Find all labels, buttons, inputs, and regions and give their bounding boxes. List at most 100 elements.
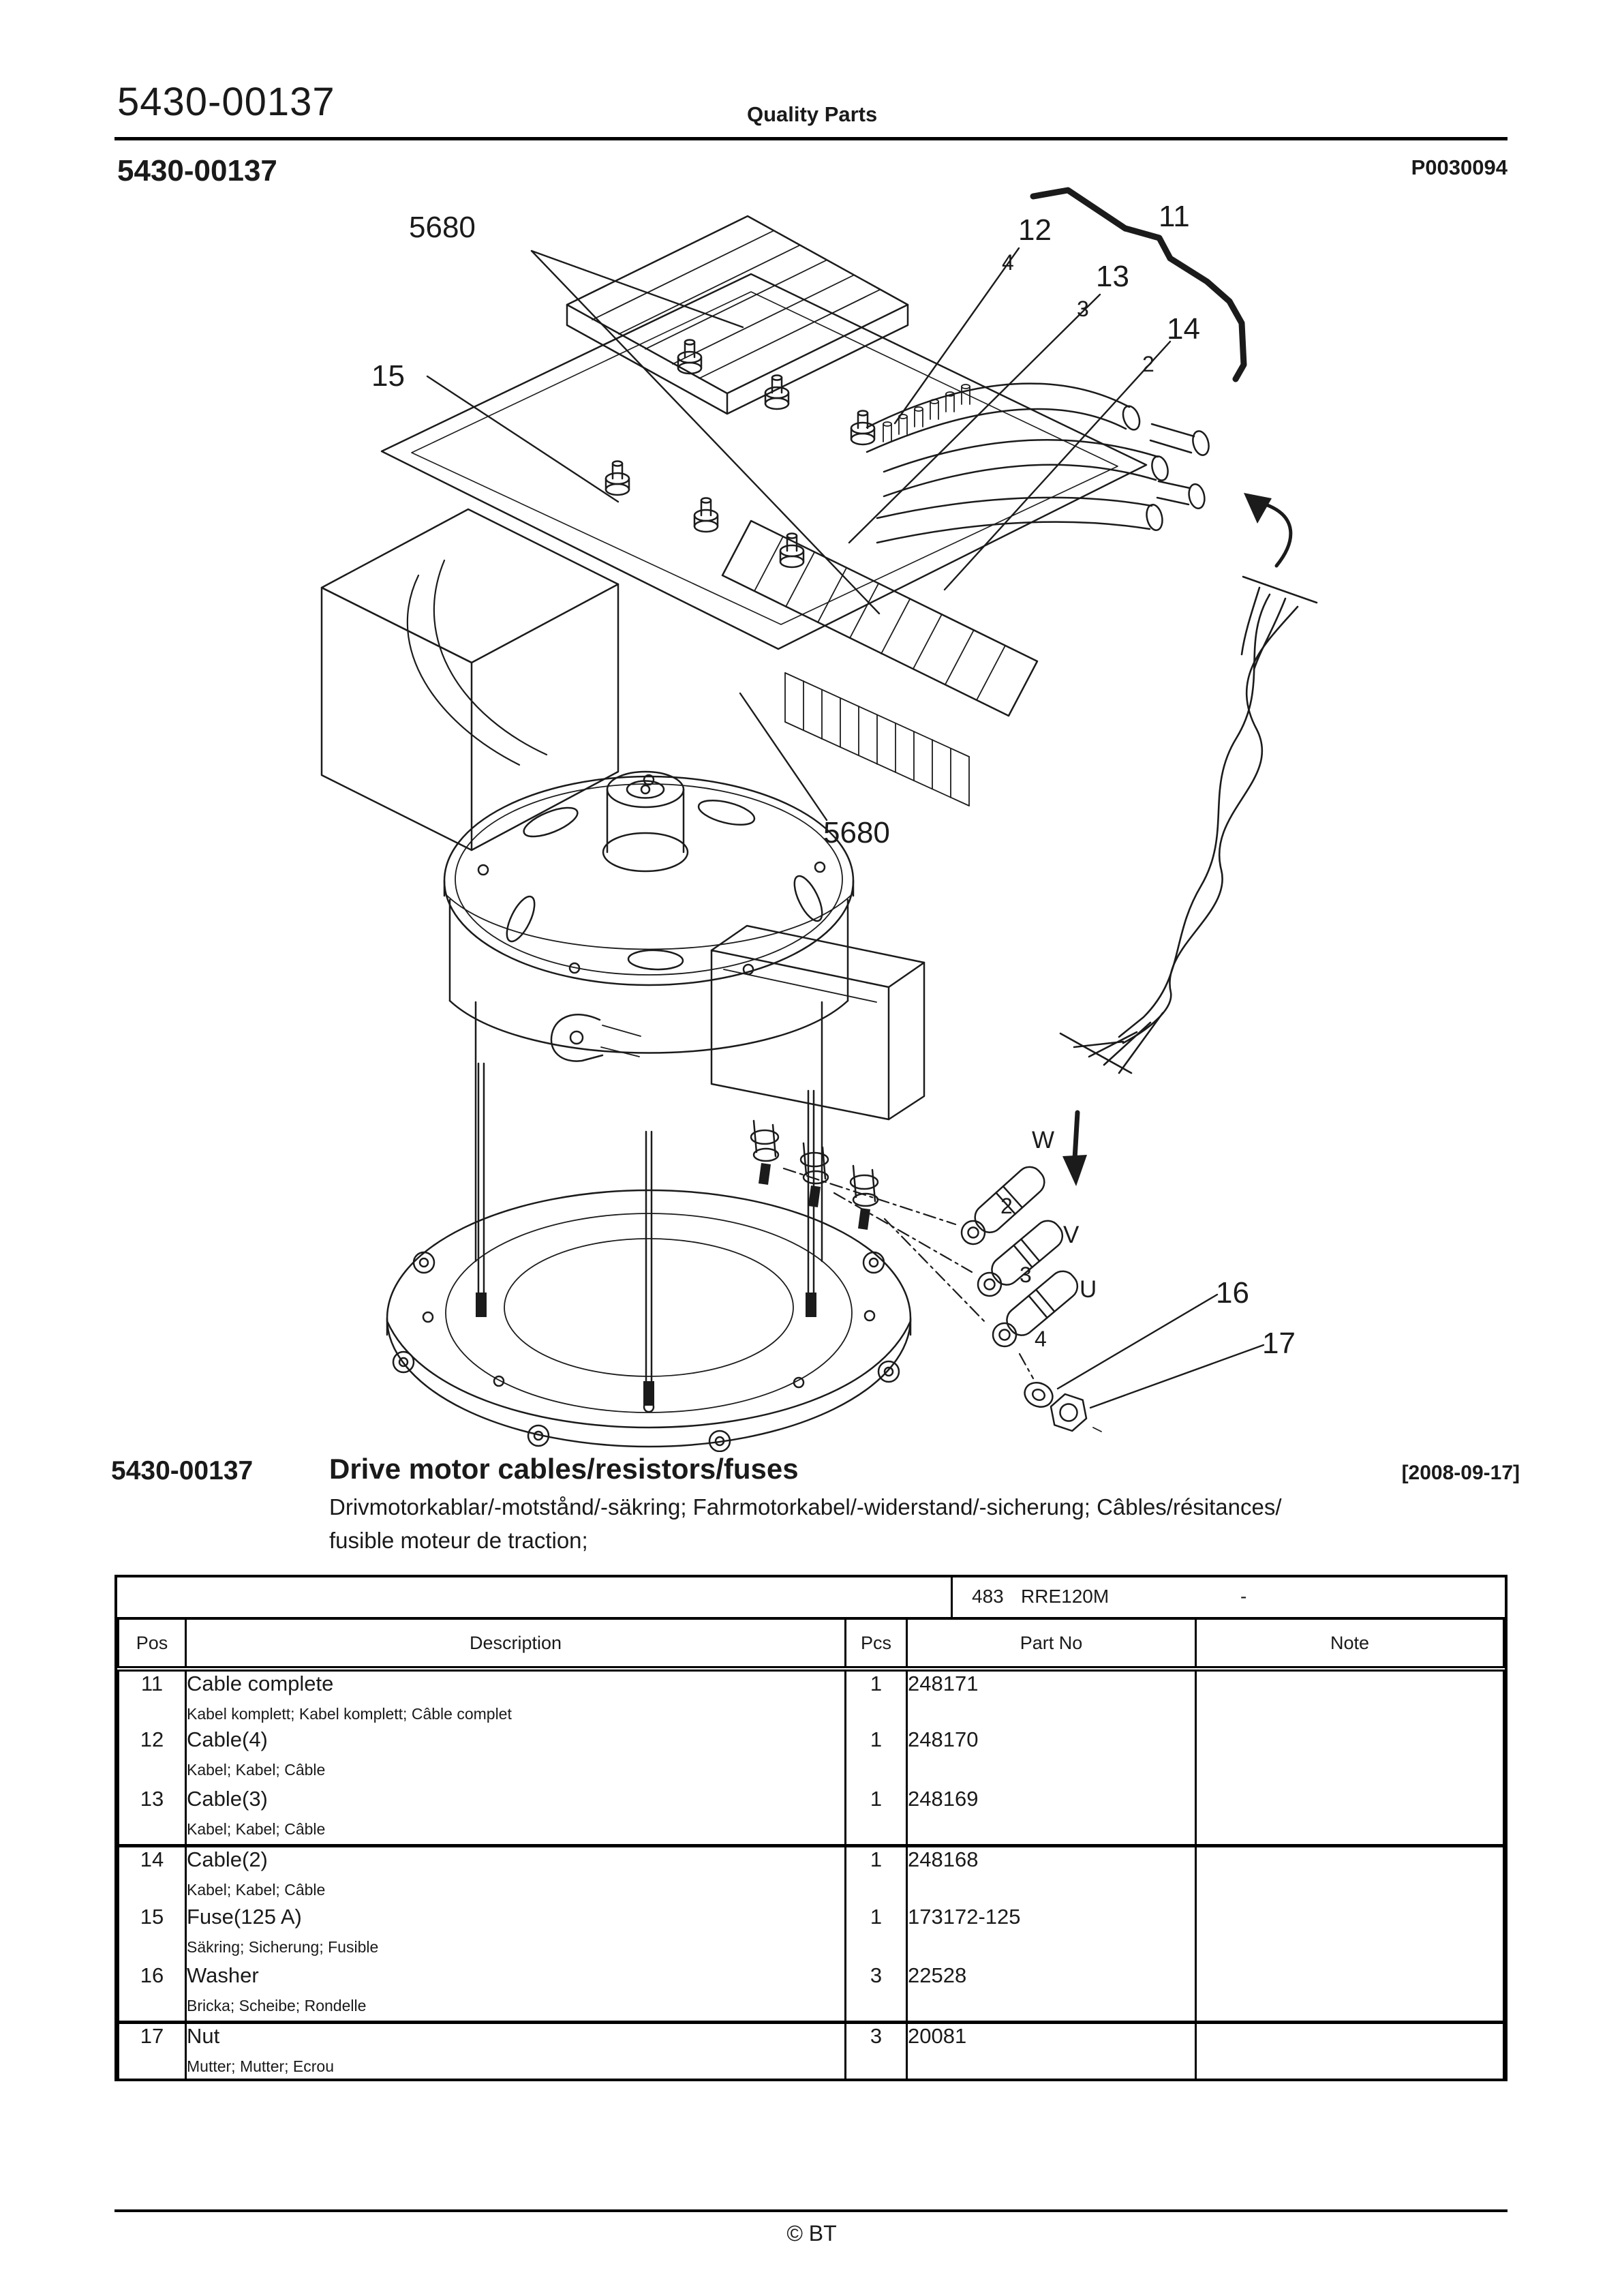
serial-range: - [1240, 1586, 1247, 1607]
footer-copyright: © BT [786, 2221, 837, 2246]
cell-part-no: 20081 [906, 2021, 1197, 2081]
cell-pcs: 1 [844, 1727, 908, 1787]
page-header-title: Quality Parts [747, 102, 878, 126]
cable-lug-3 [977, 1220, 1064, 1297]
model-band-divider [951, 1577, 953, 1617]
description-main: Nut [187, 2024, 220, 2049]
section-subtitle-line1: Drivmotorkablar/-motstånd/-säkring; Fahr… [329, 1494, 1282, 1520]
description-translations: Säkring; Sicherung; Fusible [187, 1937, 379, 1956]
callout-U-14: U [1080, 1276, 1097, 1303]
cell-note [1195, 1904, 1505, 1964]
callout-5680-0: 5680 [409, 211, 476, 244]
cell-description: Cable(3)Kabel; Kabel; Câble [185, 1786, 846, 1846]
callout-2-7: 2 [1142, 352, 1154, 376]
cell-part-no: 248168 [906, 1843, 1197, 1905]
column-header-pos: Pos [117, 1620, 187, 1672]
description-main: Cable complete [187, 1672, 334, 1695]
assembly-axis-lines [782, 1167, 1035, 1380]
cable-11 [1030, 187, 1247, 382]
cell-note [1195, 2021, 1505, 2081]
cell-part-no: 248169 [906, 1786, 1197, 1846]
description-translations: Kabel; Kabel; Câble [187, 1761, 326, 1779]
cell-pos: 11 [117, 1669, 187, 1728]
description-main: Cable(2) [187, 1847, 268, 1871]
callout-17-17: 17 [1262, 1327, 1296, 1360]
callout-13-4: 13 [1096, 260, 1129, 293]
section-title: Drive motor cables/resistors/fuses [329, 1453, 799, 1485]
column-header-pcs: Pcs [844, 1620, 908, 1672]
callout-16-16: 16 [1216, 1276, 1249, 1310]
description-translations: Kabel; Kabel; Câble [187, 1819, 326, 1838]
cell-note [1195, 1963, 1505, 2023]
callout-11-2: 11 [1159, 200, 1190, 233]
truck-model: RRE120M [1021, 1586, 1110, 1607]
section-subtitle-line2: fusible moteur de traction; [329, 1528, 588, 1553]
cell-part-no: 248171 [906, 1669, 1197, 1728]
diagram-linework [320, 187, 1318, 1452]
washer [1024, 1382, 1054, 1408]
leader-lines [426, 247, 1265, 1409]
cell-pos: 13 [117, 1786, 187, 1846]
cell-part-no: 248170 [906, 1727, 1197, 1787]
cell-pcs: 1 [844, 1669, 908, 1728]
description-translations: Mutter; Mutter; Ecrou [187, 2057, 335, 2076]
cell-pos: 14 [117, 1843, 187, 1905]
cell-pos: 15 [117, 1904, 187, 1964]
cell-pos: 17 [117, 2021, 187, 2081]
truck-type-code: 483 [972, 1586, 1004, 1607]
cell-pcs: 1 [844, 1904, 908, 1964]
callout-12-1: 12 [1018, 213, 1052, 247]
terminal-studs [605, 339, 876, 569]
cell-note [1195, 1727, 1505, 1787]
cable-lug-2 [960, 1166, 1045, 1245]
column-header-part-no: Part No [906, 1620, 1197, 1672]
cell-note [1195, 1843, 1505, 1905]
page-doc-number: 5430-00137 [117, 80, 335, 124]
twisted-cable-bundle [1059, 575, 1318, 1074]
description-main: Washer [187, 1963, 259, 1988]
motor [386, 770, 925, 1452]
section-doc-number: 5430-00137 [111, 1456, 254, 1485]
callout-5680-9: 5680 [823, 816, 890, 849]
cell-pos: 12 [117, 1727, 187, 1787]
cell-pcs: 3 [844, 1963, 908, 2023]
cell-pcs: 1 [844, 1786, 908, 1846]
image-code: P0030094 [1411, 155, 1508, 179]
connector-pins [883, 384, 970, 442]
callout-4-3: 4 [1002, 250, 1014, 275]
header-rule [114, 137, 1508, 140]
cell-note [1195, 1669, 1505, 1728]
section-date: [2008-09-17] [1401, 1462, 1520, 1484]
callout-4-15: 4 [1035, 1327, 1047, 1351]
cell-pcs: 1 [844, 1843, 908, 1905]
cell-note [1195, 1786, 1505, 1846]
cell-description: Cable(2)Kabel; Kabel; Câble [185, 1843, 846, 1905]
down-arrow-icon [1062, 1155, 1087, 1186]
callout-14-6: 14 [1167, 312, 1200, 346]
callout-2-11: 2 [1000, 1194, 1013, 1218]
callout-3-13: 3 [1020, 1263, 1032, 1287]
cell-part-no: 22528 [906, 1963, 1197, 2023]
cell-pos: 16 [117, 1963, 187, 2023]
description-translations: Kabel komplett; Kabel komplett; Câble co… [187, 1705, 512, 1723]
callout-3-5: 3 [1077, 297, 1089, 321]
figure-doc-number: 5430-00137 [117, 154, 277, 187]
cable-lug-4 [992, 1270, 1079, 1348]
callout-15-8: 15 [371, 359, 405, 393]
cell-part-no: 173172-125 [906, 1904, 1197, 1964]
cell-description: Fuse(125 A)Säkring; Sicherung; Fusible [185, 1904, 846, 1964]
callout-V-12: V [1063, 1222, 1080, 1248]
